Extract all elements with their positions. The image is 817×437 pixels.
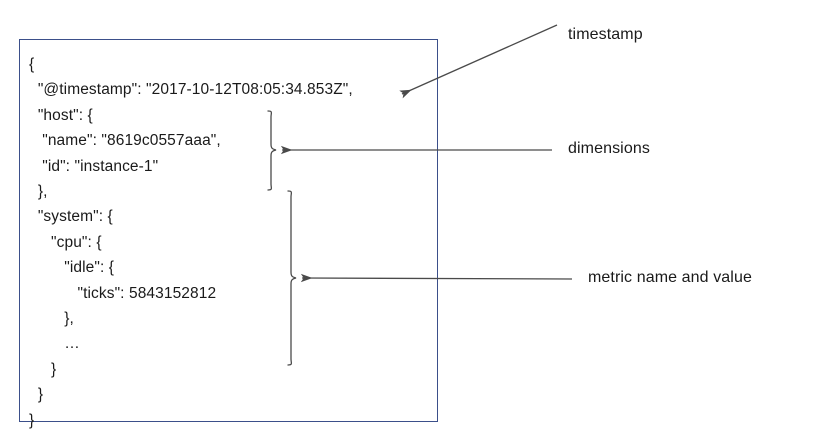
json-line-idle-open: "idle": {	[29, 259, 115, 277]
json-line-cpu-close: }	[29, 360, 57, 378]
json-line-timestamp: "@timestamp": "2017-10-12T08:05:34.853Z"…	[29, 81, 353, 99]
annotation-label-metric: metric name and value	[588, 269, 752, 286]
json-document-text: { "@timestamp": "2017-10-12T08:05:34.853…	[29, 52, 429, 433]
json-line-root-close: }	[29, 411, 35, 429]
json-line-idle-close: },	[29, 310, 74, 328]
json-line-host-name: "name": "8619c0557aaa",	[29, 132, 221, 150]
annotation-label-timestamp: timestamp	[568, 26, 643, 43]
json-line-system-close: }	[29, 386, 44, 404]
json-line-host-id: "id": "instance-1"	[29, 157, 159, 175]
annotation-label-dimensions: dimensions	[568, 140, 650, 157]
json-line-ticks: "ticks": 5843152812	[29, 284, 217, 302]
json-line-system-open: "system": {	[29, 208, 113, 226]
json-line-cpu-open: "cpu": {	[29, 233, 102, 251]
json-line-host-open: "host": {	[29, 106, 93, 124]
json-line: {	[29, 56, 35, 73]
json-line-ellipsis: …	[29, 335, 80, 353]
json-document-box: { "@timestamp": "2017-10-12T08:05:34.853…	[19, 39, 438, 429]
json-line-host-close: },	[29, 183, 48, 201]
